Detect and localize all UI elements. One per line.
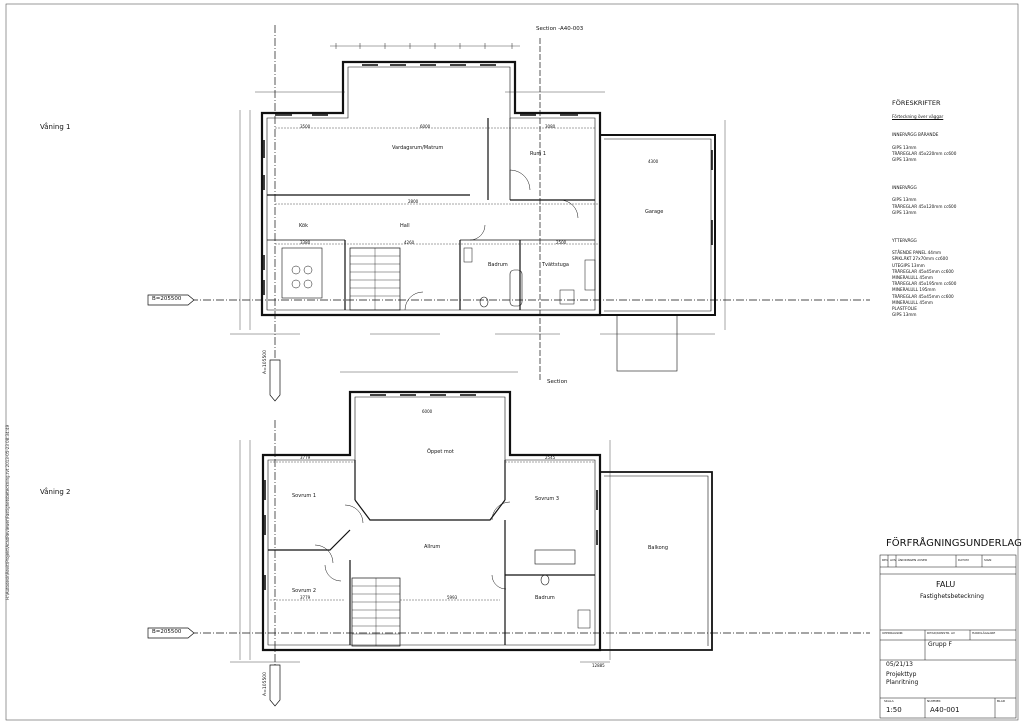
grid-marker-a1: A=105500 [263, 349, 268, 374]
dim-text: 3080 [545, 124, 556, 129]
notes-line: TRÄREGLAR 45x220mm cc600 [892, 150, 957, 156]
dim-text: 5993 [447, 595, 458, 600]
room-tvattstuga: Tvättstuga [542, 262, 569, 268]
notes-group-heading: INNERVÄGG [892, 185, 917, 191]
grid-marker-a2: A=105500 [263, 671, 268, 696]
title-block-heading: FÖRFRÅGNINGSUNDERLAG [886, 538, 1022, 549]
notes-line: STÅENDE PANEL 44mm [892, 250, 942, 256]
room-rum1: Rum 1 [530, 151, 547, 157]
floor2-dimensions [230, 371, 611, 663]
tb-drawing-type: Planritning [886, 679, 919, 686]
notes-subtitle: Förteckning över väggar [892, 114, 944, 120]
tb-ritad: RITAD/KONSTR. AV [927, 631, 955, 635]
room-hall: Hall [400, 223, 410, 229]
dim-text: 3779 [300, 455, 311, 460]
tb-date: 05/21/13 [886, 661, 913, 668]
notes-line: MINERALULL 45mm [892, 275, 933, 281]
room-allrum: Allrum [424, 544, 441, 550]
floor1-label: Våning 1 [40, 123, 71, 131]
section-label-top: Section -A40-003 [536, 26, 584, 32]
tb-col-sign: SIGN [984, 558, 992, 562]
dim-text: 6000 [422, 409, 433, 414]
grid-markers [147, 294, 281, 707]
tb-number: A40-001 [930, 706, 960, 714]
tb-handlaggare: HANDLÄGGARE [972, 631, 996, 635]
room-balkong: Balkong [648, 545, 669, 551]
tb-project-type: Projekttyp [886, 671, 917, 678]
floor2-label: Våning 2 [40, 488, 71, 496]
tb-blad-label: BLAD [997, 699, 1006, 703]
tb-col-avs: AVS [890, 558, 896, 562]
grid-lines [190, 25, 870, 700]
notes-line: GIPS 13mm [892, 209, 917, 215]
dim-text: 3500 [300, 124, 311, 129]
tb-scale-label: SKALA [884, 699, 894, 703]
notes-group-3: YTTERVÄGG STÅENDE PANEL 44mm SPIKLÄKT 27… [892, 238, 1012, 318]
tb-group: Grupp F [928, 641, 952, 648]
room-garage: Garage [645, 209, 664, 215]
tb-number-label: NUMMER [927, 699, 941, 703]
notes-line: GIPS 13mm [892, 197, 917, 203]
notes-line: MINERALULL 195mm [892, 287, 936, 293]
notes-title: FÖRESKRIFTER [892, 99, 941, 107]
room-badrum2: Badrum [535, 595, 555, 601]
tb-scale: 1:50 [886, 706, 902, 714]
dim-text: 3380 [300, 240, 311, 245]
dim-text: 2500 [556, 240, 567, 245]
notes-group-heading: INNERVÄGG BÄRANDE [892, 132, 939, 138]
notes-line: TRÄREGLAR 45x45mm cc600 [892, 293, 954, 299]
dim-text: 3779 [300, 595, 311, 600]
floor2-plan [261, 390, 713, 652]
room-kok: Kök [299, 223, 308, 229]
notes-panel: FÖRESKRIFTER Förteckning över väggar INN… [892, 100, 1012, 318]
tb-project: FALU [936, 580, 956, 589]
floor1-plan [260, 60, 716, 372]
file-path-text: H:\Autodesk\Revit\Projekt\AcadReviewer\F… [5, 424, 10, 600]
notes-line: PLASTFOLIE [892, 306, 917, 312]
notes-line: TRÄREGLAR 45x120mm cc600 [892, 203, 957, 209]
grid-marker-b2: B=205500 [152, 629, 182, 635]
room-oppet-mot: Öppet mot [427, 449, 454, 455]
tb-uppdrag: UPPDRAGSNR [882, 631, 903, 635]
title-block-frame [879, 554, 1017, 719]
room-badrum1: Badrum [488, 262, 508, 268]
sheet-border [5, 3, 1019, 721]
dim-text: 4260 [404, 240, 415, 245]
notes-group-1: INNERVÄGG BÄRANDE GIPS 13mm TRÄREGLAR 45… [892, 132, 1012, 163]
room-sovrum2: Sovrum 2 [292, 588, 317, 594]
dim-text: 4300 [648, 159, 659, 164]
floor1-dimensions [230, 43, 726, 335]
notes-line: TRÄREGLAR 45x195mm cc600 [892, 281, 957, 287]
notes-line: GIPS 13mm [892, 157, 917, 163]
tb-property: Fastighetsbeteckning [920, 593, 984, 600]
notes-line: TRÄREGLAR 45x45mm cc600 [892, 268, 954, 274]
tb-col-datum: DATUM [958, 558, 969, 562]
notes-line: SPIKLÄKT 27x70mm cc600 [892, 256, 948, 262]
notes-line: GIPS 13mm [892, 312, 917, 318]
dim-text: 12885 [592, 663, 605, 668]
grid-marker-b1: B=205500 [152, 296, 182, 302]
notes-group-2: INNERVÄGG GIPS 13mm TRÄREGLAR 45x120mm c… [892, 185, 1012, 216]
tb-col-rev: REV [882, 558, 889, 562]
notes-line: GIPS 13mm [892, 144, 917, 150]
notes-line: MINERALULL 45mm [892, 299, 933, 305]
dim-text: 2545 [545, 455, 556, 460]
notes-line: UTEGIPS 13mm [892, 262, 925, 268]
room-sovrum1: Sovrum 1 [292, 493, 317, 499]
dim-text: 6000 [420, 124, 431, 129]
section-label-bottom: Section [547, 379, 568, 385]
tb-col-andring: ÄNDRINGEN AVSER [898, 558, 928, 562]
notes-group-heading: YTTERVÄGG [892, 238, 917, 244]
room-sovrum3: Sovrum 3 [535, 496, 560, 502]
dim-text: 2800 [408, 199, 419, 204]
room-vardagsrum: Vardagsrum/Matrum [392, 145, 444, 151]
